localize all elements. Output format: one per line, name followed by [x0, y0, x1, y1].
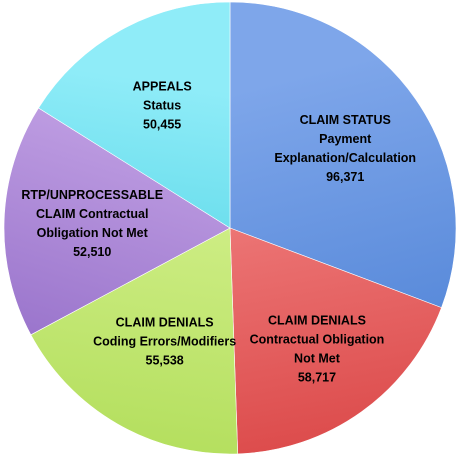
slice-category-label: CLAIM STATUS: [300, 113, 391, 127]
slice-label-3: CLAIM DENIALS Coding Errors/Modifiers 55,5…: [93, 316, 236, 368]
slice-category-label: CLAIM DENIALS: [116, 316, 214, 330]
pie-slice-3: [30, 227, 239, 455]
pie-slice-2: [229, 227, 442, 455]
slice-value-label: 52,510: [73, 245, 111, 259]
slice-category-label: Payment: [319, 132, 372, 146]
slice-category-label: Contractual Obligation: [250, 333, 385, 347]
slice-category-label: Coding Errors/Modifiers: [93, 335, 236, 349]
pie-slice-5: [38, 1, 231, 229]
slice-category-label: APPEALS: [133, 79, 192, 93]
slice-category-label: Not Met: [294, 352, 341, 366]
slice-value-label: 50,455: [143, 117, 181, 131]
pie-slice-1: [229, 1, 457, 309]
slice-category-label: Status: [143, 98, 181, 112]
slice-category-label: Explanation/Calculation: [274, 151, 416, 165]
slices-layer: [3, 1, 457, 455]
pie-slice-4: [3, 107, 231, 336]
slice-category-label: RTP/UNPROCESSABLE: [21, 188, 163, 202]
slice-category-label: CLAIM DENIALS: [268, 314, 366, 328]
slice-value-label: 96,371: [326, 170, 364, 184]
slice-value-label: 58,717: [298, 371, 336, 385]
slice-category-label: Obligation Not Met: [37, 226, 149, 240]
slice-label-5: APPEALS Status 50,455: [133, 79, 192, 131]
slice-value-label: 55,538: [146, 354, 184, 368]
slice-category-label: CLAIM Contractual: [36, 207, 149, 221]
